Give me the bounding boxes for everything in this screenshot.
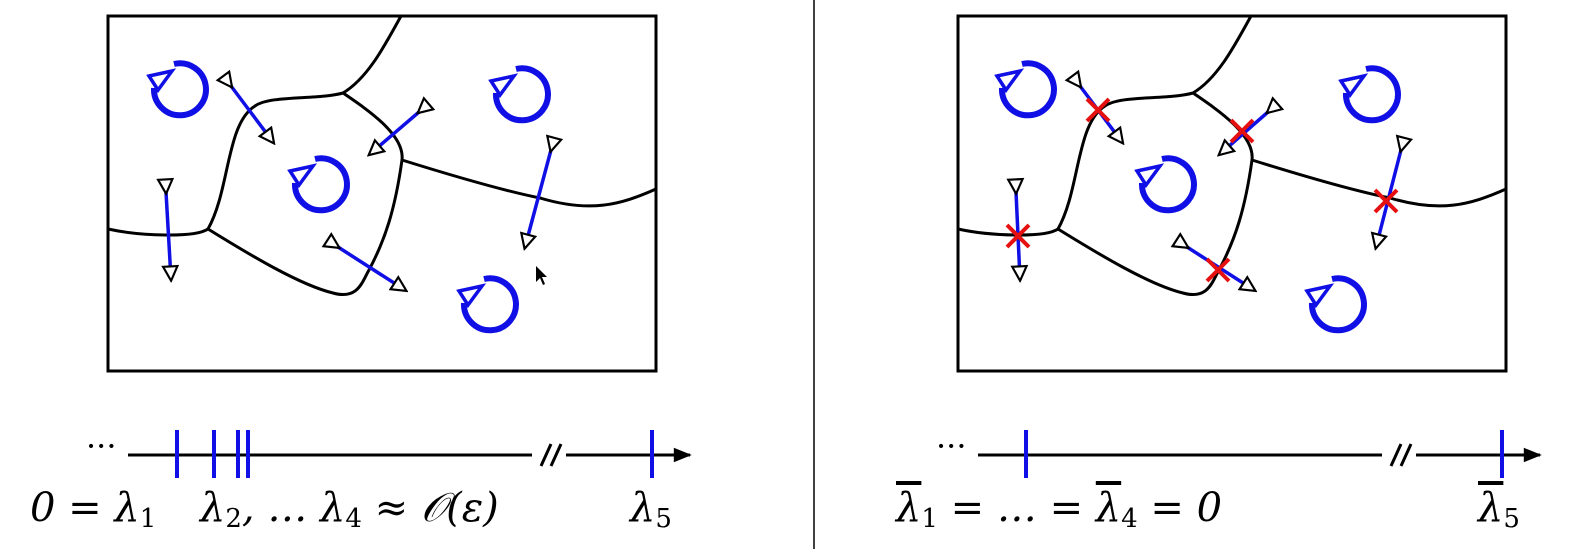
red-cross-icon — [1085, 97, 1111, 123]
right-domain-box — [956, 14, 1508, 373]
red-cross-icon — [1005, 223, 1031, 249]
red-crosses — [1005, 97, 1399, 283]
right-region-boundaries — [957, 15, 1507, 297]
left-label-lambda1: 0 = λ1 — [30, 485, 157, 534]
rotation-arrow-icon — [997, 63, 1054, 115]
double-arrow-icon — [370, 112, 419, 154]
right-spectrum-axis — [978, 430, 1542, 478]
mouse-cursor-icon — [536, 266, 547, 285]
rotation-arrow-icon — [459, 278, 516, 330]
left-label-middle: λ2, … λ4 ≈ 𝒪(ε) — [200, 485, 499, 534]
rotation-arrow-icon — [1341, 68, 1398, 120]
right-label-equal: λ1 = … = λ4 = 0 — [896, 485, 1223, 534]
double-arrow-icon — [338, 247, 405, 290]
double-arrow-icon — [166, 192, 171, 279]
left-label-lambda5: λ5 — [630, 485, 672, 534]
red-cross-icon — [1229, 118, 1255, 144]
rotation-arrow-icon — [491, 68, 548, 120]
double-arrow-icon — [231, 86, 273, 142]
left-spectrum-axis — [128, 430, 692, 478]
left-double-arrows — [166, 86, 551, 290]
red-cross-icon — [1205, 257, 1231, 283]
rotation-arrow-icon — [1137, 158, 1194, 210]
right-label-lambda5: λ5 — [1478, 485, 1520, 534]
left-panel — [106, 14, 692, 478]
left-region-boundaries — [107, 15, 657, 297]
rotation-arrow-icon — [1307, 278, 1364, 330]
left-domain-box — [106, 14, 658, 373]
red-cross-icon — [1373, 188, 1399, 214]
rotation-arrow-icon — [149, 63, 206, 115]
left-axis-dots: ··· — [86, 427, 117, 465]
right-panel — [956, 14, 1542, 478]
double-arrow-icon — [525, 150, 551, 247]
right-axis-dots: ··· — [936, 427, 967, 465]
rotation-arrow-icon — [290, 158, 347, 210]
